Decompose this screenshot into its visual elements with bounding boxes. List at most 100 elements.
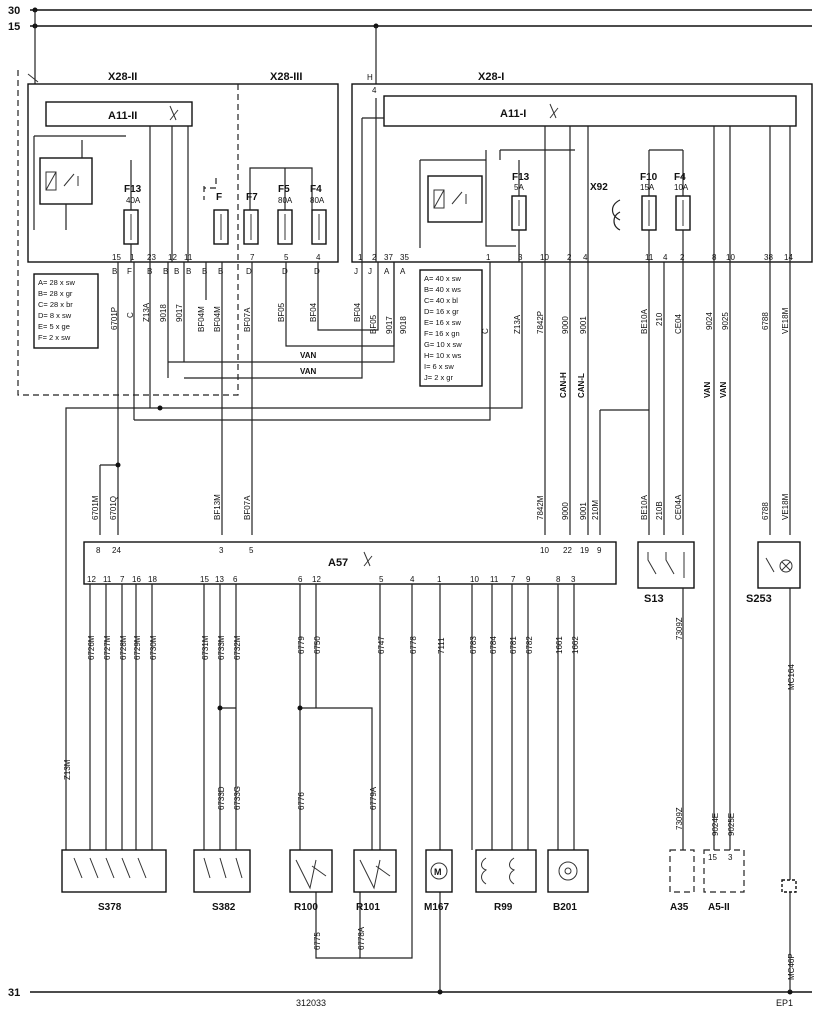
svg-text:9024: 9024 xyxy=(705,312,714,330)
diode-x92: X92 xyxy=(590,182,621,231)
svg-text:I= 6 x sw: I= 6 x sw xyxy=(424,362,454,371)
s382-label: S382 xyxy=(212,902,236,913)
svg-text:H= 10 x ws: H= 10 x ws xyxy=(424,351,462,360)
r101-box xyxy=(353,849,397,893)
svg-text:9001: 9001 xyxy=(579,502,588,520)
svg-text:10: 10 xyxy=(470,575,479,584)
svg-text:19: 19 xyxy=(580,546,589,555)
svg-text:BF13M: BF13M xyxy=(213,494,222,520)
lower-wire-labels: Z13M 6733D 6733G 6776 6779A 7309Z 9024E … xyxy=(63,617,796,980)
svg-text:4: 4 xyxy=(583,253,588,262)
svg-text:VE18M: VE18M xyxy=(781,307,790,334)
pin-h-label: H xyxy=(367,73,373,82)
svg-text:J: J xyxy=(368,267,372,276)
svg-text:B: B xyxy=(174,267,179,276)
s382-box xyxy=(193,849,251,893)
relay-right-box xyxy=(427,175,483,223)
svg-text:18: 18 xyxy=(148,575,157,584)
b201-label: B201 xyxy=(553,902,577,913)
svg-text:9017: 9017 xyxy=(385,316,394,334)
svg-text:9025: 9025 xyxy=(721,312,730,330)
svg-text:6732M: 6732M xyxy=(233,635,242,660)
a11-1-box xyxy=(383,95,797,127)
svg-text:6747: 6747 xyxy=(377,636,386,654)
svg-text:7: 7 xyxy=(120,575,125,584)
svg-text:5: 5 xyxy=(284,253,289,262)
svg-text:MC46P: MC46P xyxy=(787,953,796,980)
lamp-icon xyxy=(779,559,793,573)
svg-text:B: B xyxy=(186,267,191,276)
svg-text:23: 23 xyxy=(147,253,156,262)
svg-text:A: A xyxy=(400,267,406,276)
a57-label: A57 xyxy=(328,557,348,569)
svg-text:6750: 6750 xyxy=(313,636,322,654)
svg-text:A: A xyxy=(384,267,390,276)
x28-2-label: X28-II xyxy=(108,71,137,83)
svg-text:MC164: MC164 xyxy=(787,664,796,690)
svg-text:9024E: 9024E xyxy=(711,813,720,836)
svg-text:37: 37 xyxy=(384,253,393,262)
svg-text:BF05: BF05 xyxy=(277,302,286,322)
svg-text:8: 8 xyxy=(556,575,561,584)
a57-bottom-pins: 12 11 7 16 18 15 13 6 6 12 5 4 1 10 11 7… xyxy=(87,575,576,584)
svg-text:22: 22 xyxy=(563,546,572,555)
svg-text:VE18M: VE18M xyxy=(781,493,790,520)
svg-text:F13: F13 xyxy=(124,184,142,195)
svg-text:6730M: 6730M xyxy=(149,635,158,660)
svg-text:15: 15 xyxy=(112,253,121,262)
a11-2-box xyxy=(45,101,193,127)
s13-label: S13 xyxy=(644,593,664,605)
svg-text:9018: 9018 xyxy=(159,304,168,322)
svg-text:7: 7 xyxy=(250,253,255,262)
svg-text:6727M: 6727M xyxy=(103,635,112,660)
svg-text:9000: 9000 xyxy=(561,316,570,334)
svg-text:9017: 9017 xyxy=(175,304,184,322)
svg-text:40A: 40A xyxy=(126,196,141,205)
svg-text:6701M: 6701M xyxy=(91,495,100,520)
svg-text:4: 4 xyxy=(663,253,668,262)
svg-text:9025E: 9025E xyxy=(727,813,736,836)
ground-point-label: EP1 xyxy=(776,998,793,1008)
svg-text:J: J xyxy=(354,267,358,276)
r100-label: R100 xyxy=(294,902,318,913)
svg-text:24: 24 xyxy=(112,546,121,555)
svg-text:D: D xyxy=(246,267,252,276)
svg-text:4: 4 xyxy=(316,253,321,262)
svg-text:16: 16 xyxy=(132,575,141,584)
fuse-f4-80a: F4 80A xyxy=(310,184,327,245)
a5-2-box xyxy=(703,849,745,893)
svg-text:D: D xyxy=(314,267,320,276)
svg-text:6779A: 6779A xyxy=(369,786,378,810)
a35-label: A35 xyxy=(670,902,689,913)
svg-text:6733M: 6733M xyxy=(217,635,226,660)
svg-text:F= 2 x sw: F= 2 x sw xyxy=(38,333,71,342)
svg-text:3: 3 xyxy=(571,575,576,584)
svg-text:11: 11 xyxy=(103,575,112,584)
svg-text:6788: 6788 xyxy=(761,312,770,330)
svg-text:B= 28 x gr: B= 28 x gr xyxy=(38,289,73,298)
a5-pin-15: 15 xyxy=(708,853,717,862)
svg-text:7309Z: 7309Z xyxy=(675,807,684,830)
a57-box xyxy=(83,541,617,585)
svg-text:G= 10 x sw: G= 10 x sw xyxy=(424,340,462,349)
svg-text:1661: 1661 xyxy=(555,636,564,654)
svg-text:C= 28 x br: C= 28 x br xyxy=(38,300,73,309)
potentiometer-icon xyxy=(295,859,327,890)
svg-text:F: F xyxy=(216,192,222,203)
svg-text:4: 4 xyxy=(410,575,415,584)
svg-text:6776: 6776 xyxy=(297,792,306,810)
module-symbol-icon xyxy=(363,551,373,567)
svg-text:6728M: 6728M xyxy=(119,635,128,660)
a11-2-label: A11-II xyxy=(108,110,137,122)
svg-text:Z13A: Z13A xyxy=(513,314,522,334)
svg-text:3: 3 xyxy=(518,253,523,262)
svg-text:9001: 9001 xyxy=(579,316,588,334)
svg-text:6781: 6781 xyxy=(509,636,518,654)
svg-text:6783: 6783 xyxy=(469,636,478,654)
svg-text:6733D: 6733D xyxy=(217,786,226,810)
svg-text:12: 12 xyxy=(87,575,96,584)
svg-text:5: 5 xyxy=(379,575,384,584)
svg-text:6701P: 6701P xyxy=(110,307,119,330)
a11-1-label: A11-I xyxy=(500,108,526,120)
